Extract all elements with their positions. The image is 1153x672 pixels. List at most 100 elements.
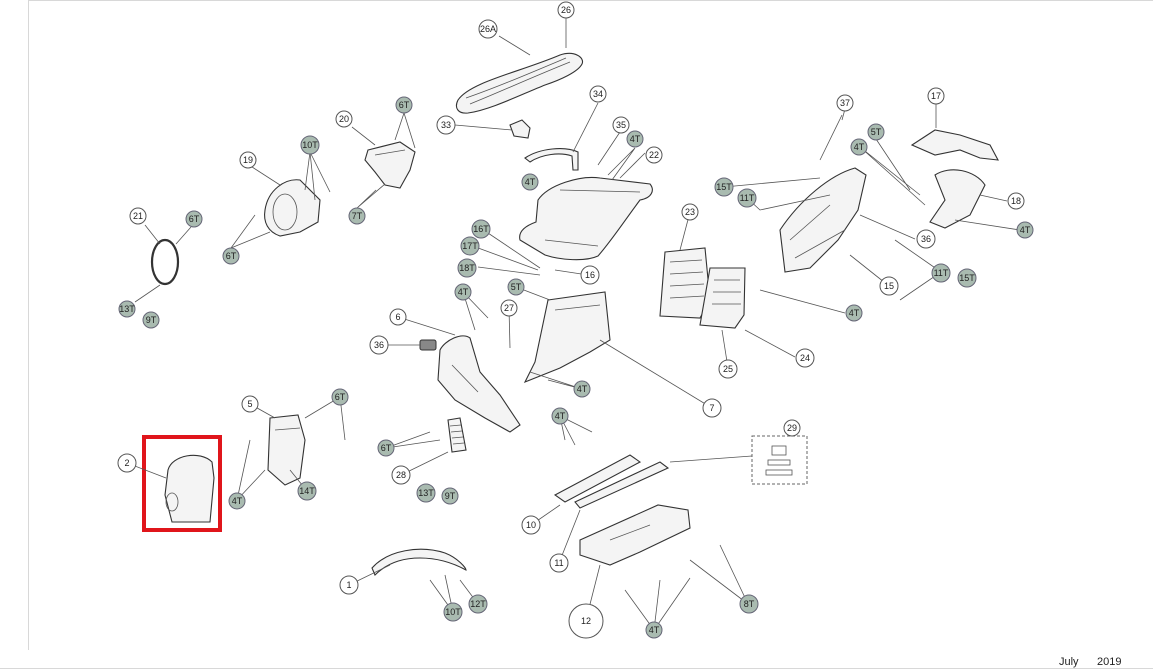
rear-fender-part	[910, 129, 999, 229]
svg-text:28: 28	[396, 470, 406, 480]
svg-text:22: 22	[649, 150, 659, 160]
top-border	[28, 0, 1153, 1]
svg-text:5T: 5T	[511, 282, 522, 292]
bottom-border	[0, 668, 1153, 669]
vent-grille-part	[447, 417, 467, 453]
callout-36-b: 36	[369, 335, 389, 355]
svg-text:11T: 11T	[740, 193, 755, 203]
svg-text:15: 15	[884, 281, 894, 291]
callout-18: 18	[1007, 192, 1025, 210]
svg-text:16: 16	[585, 270, 595, 280]
callout-5t-b: 5T	[507, 278, 525, 296]
svg-text:15T: 15T	[959, 273, 975, 283]
left-border	[28, 0, 29, 650]
svg-text:24: 24	[800, 353, 810, 363]
callout-16t: 16T	[471, 219, 491, 239]
callout-11t-a: 11T	[737, 188, 757, 208]
callout-15: 15	[879, 276, 899, 296]
svg-text:6T: 6T	[226, 251, 237, 261]
rear-side-cover-part	[779, 167, 867, 273]
svg-text:4T: 4T	[849, 308, 860, 318]
svg-text:4T: 4T	[649, 625, 660, 635]
storage-bin-part	[519, 176, 653, 261]
callout-4t-b: 4T	[521, 173, 539, 191]
svg-text:21: 21	[133, 211, 143, 221]
callout-19: 19	[239, 151, 257, 169]
svg-text:4T: 4T	[232, 496, 243, 506]
callout-9t-b: 9T	[441, 487, 459, 505]
callout-15t-b: 15T	[957, 268, 977, 288]
svg-text:29: 29	[787, 423, 797, 433]
svg-text:17: 17	[931, 91, 941, 101]
svg-text:5: 5	[247, 399, 252, 409]
headlight-ring-part	[150, 238, 180, 286]
svg-text:36: 36	[374, 340, 384, 350]
bracket-20-part	[364, 141, 416, 189]
callout-15t-a: 15T	[714, 177, 734, 197]
callout-27: 27	[500, 299, 518, 317]
svg-text:11T: 11T	[934, 268, 949, 278]
bracket-33-part	[509, 119, 531, 139]
callout-6t-b: 6T	[222, 247, 240, 265]
callout-37: 37	[836, 94, 854, 112]
svg-text:6T: 6T	[381, 443, 392, 453]
callout-8t: 8T	[739, 594, 759, 614]
svg-text:10T: 10T	[445, 607, 461, 617]
callout-12t: 12T	[468, 594, 488, 614]
svg-text:18: 18	[1011, 196, 1021, 206]
floor-panel-part	[579, 504, 691, 566]
leg-shield-part	[437, 335, 521, 433]
inner-panel-23-part	[659, 247, 711, 319]
svg-text:23: 23	[685, 207, 695, 217]
callout-35: 35	[612, 116, 630, 134]
svg-text:36: 36	[921, 234, 931, 244]
callout-29: 29	[783, 419, 801, 437]
knob-36-part	[419, 339, 437, 351]
callout-22: 22	[645, 146, 663, 164]
callout-5t-a: 5T	[867, 123, 885, 141]
kit-box-part	[751, 435, 808, 485]
callout-6t-e: 6T	[377, 439, 395, 457]
callout-9t-a: 9T	[142, 311, 160, 329]
callout-28: 28	[391, 465, 411, 485]
svg-text:12T: 12T	[470, 599, 486, 609]
svg-text:7T: 7T	[352, 211, 363, 221]
svg-text:6T: 6T	[335, 392, 346, 402]
callout-34: 34	[589, 85, 607, 103]
svg-text:4T: 4T	[854, 142, 865, 152]
callout-2: 2	[117, 453, 137, 473]
footer-month: July	[1059, 656, 1079, 668]
callout-25: 25	[718, 359, 738, 379]
callout-26a: 26A	[478, 19, 498, 39]
callout-12: 12	[568, 603, 604, 639]
callout-10t-b: 10T	[443, 602, 463, 622]
svg-text:13T: 13T	[119, 304, 135, 314]
front-cover-part	[164, 454, 215, 523]
callout-4t-c: 4T	[850, 138, 868, 156]
svg-text:26: 26	[561, 5, 571, 15]
callout-4t-g: 4T	[573, 380, 591, 398]
callout-1: 1	[339, 575, 359, 595]
floor-side-rail-part	[553, 454, 670, 509]
callout-23: 23	[681, 203, 699, 221]
callout-6t-a: 6T	[395, 96, 413, 114]
svg-text:4T: 4T	[630, 134, 641, 144]
svg-text:13T: 13T	[418, 488, 434, 498]
callout-11t-b: 11T	[931, 263, 951, 283]
svg-text:25: 25	[723, 364, 733, 374]
svg-text:14T: 14T	[299, 486, 315, 496]
svg-text:8T: 8T	[744, 599, 755, 609]
callout-10t-a: 10T	[300, 135, 320, 155]
callout-13t-b: 13T	[416, 483, 436, 503]
callout-7t: 7T	[348, 207, 366, 225]
svg-text:6T: 6T	[189, 214, 200, 224]
svg-text:37: 37	[840, 98, 850, 108]
seat-part	[455, 52, 584, 114]
svg-text:27: 27	[504, 303, 514, 313]
callout-4t-f: 4T	[454, 283, 472, 301]
svg-text:10: 10	[526, 520, 536, 530]
svg-text:35: 35	[616, 120, 626, 130]
callout-4t-h: 4T	[228, 492, 246, 510]
front-inner-panel-part	[523, 291, 611, 384]
cable-37-part	[819, 114, 843, 161]
